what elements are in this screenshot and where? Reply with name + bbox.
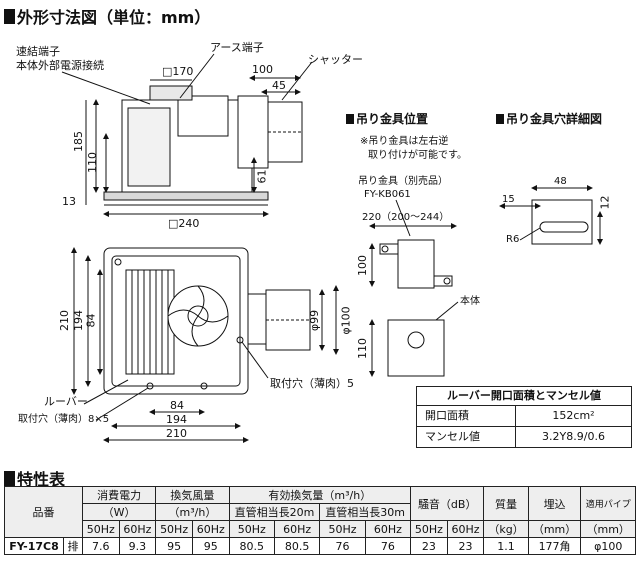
detail-dim-12: 12	[598, 195, 612, 210]
louver-row-area: 開口面積 152cm²	[417, 406, 631, 427]
bracket-position-title: 吊り金具位置	[346, 110, 428, 127]
bracket-dim-220: 220（200～244）	[362, 212, 450, 223]
dim-210-vert: 210	[58, 310, 71, 331]
dim-61: 61	[255, 169, 269, 184]
dim-194-horiz: 194	[166, 413, 187, 426]
louver-row-munsell: マンセル値 3.2Y8.9/0.6	[417, 427, 631, 447]
section-square-icon	[346, 113, 354, 124]
side-view-drawing	[61, 53, 313, 217]
dim-100: 100	[252, 63, 273, 76]
dim-84-vert: 84	[84, 313, 98, 328]
bracket-note-1: ※吊り金具は左右逆	[360, 136, 449, 147]
dim-phi100: φ100	[339, 306, 353, 335]
dim-13: 13	[62, 195, 76, 208]
detail-dim-48: 48	[554, 176, 567, 187]
louver-label: ルーバー	[44, 395, 88, 408]
dim-194-vert: 194	[72, 310, 85, 331]
dim-210-horiz: 210	[166, 427, 187, 440]
dim-phi99: φ99	[308, 309, 322, 332]
detail-r6: R6	[506, 234, 520, 245]
detail-dim-15: 15	[502, 194, 515, 205]
spec-header-row-1: 品番 消費電力 換気風量 有効換気量（m³/h） 騒音（dB） 質量 埋込 適用…	[4, 486, 636, 538]
bracket-part-1: 吊り金具（別売品）	[358, 176, 448, 187]
bracket-dim-100: 100	[356, 255, 369, 276]
mount-hole-label-2: 取付穴（薄肉）8×5	[18, 414, 110, 425]
louver-table-title: ルーバー開口面積とマンセル値	[417, 387, 631, 406]
dim-84-horiz: 84	[170, 399, 184, 412]
louver-table-box: ルーバー開口面積とマンセル値 開口面積 152cm² マンセル値 3.2Y8.9…	[416, 386, 632, 448]
spec-table: 品番 消費電力 換気風量 有効換気量（m³/h） 騒音（dB） 質量 埋込 適用…	[3, 486, 636, 555]
bracket-detail-drawing	[499, 185, 603, 245]
dim-45: 45	[272, 79, 286, 92]
bracket-part-2: FY-KB061	[364, 189, 411, 200]
dim-sq240: □240	[168, 217, 200, 230]
spec-square-icon	[4, 470, 15, 486]
section-square-icon-2	[496, 113, 504, 124]
spec-data-row: FY-17C8 排 7.6 9.3 95 95 80.5 80.5 76 76 …	[3, 537, 636, 555]
bracket-dim-110: 110	[356, 338, 369, 359]
body-label: 本体	[460, 296, 480, 307]
dim-110: 110	[86, 152, 99, 173]
terminal-label: 速結端子	[16, 45, 60, 58]
shutter-label: シャッター	[308, 53, 363, 66]
dim-185: 185	[72, 131, 85, 152]
terminal-sub-label: 本体外部電源接続	[16, 59, 104, 72]
bracket-note-2: 取り付けが可能です。	[368, 150, 467, 161]
front-view-drawing	[71, 247, 339, 443]
mount-hole-label: 取付穴（薄肉）5	[270, 377, 354, 390]
ground-terminal-label: アース端子	[210, 41, 264, 54]
bracket-position-drawing	[369, 199, 459, 377]
page-title: 外形寸法図（単位：mm）	[4, 4, 210, 28]
louver-slats	[131, 270, 169, 374]
spec-table-title: 特性表	[4, 466, 65, 490]
bracket-detail-title: 吊り金具穴詳細図	[496, 110, 602, 127]
title-square-icon	[4, 8, 15, 24]
spec-header-row-3: 50Hz 60Hz 50Hz 60Hz 50Hz 60Hz 50Hz 60Hz …	[5, 520, 636, 538]
dim-sq170: □170	[162, 65, 194, 78]
